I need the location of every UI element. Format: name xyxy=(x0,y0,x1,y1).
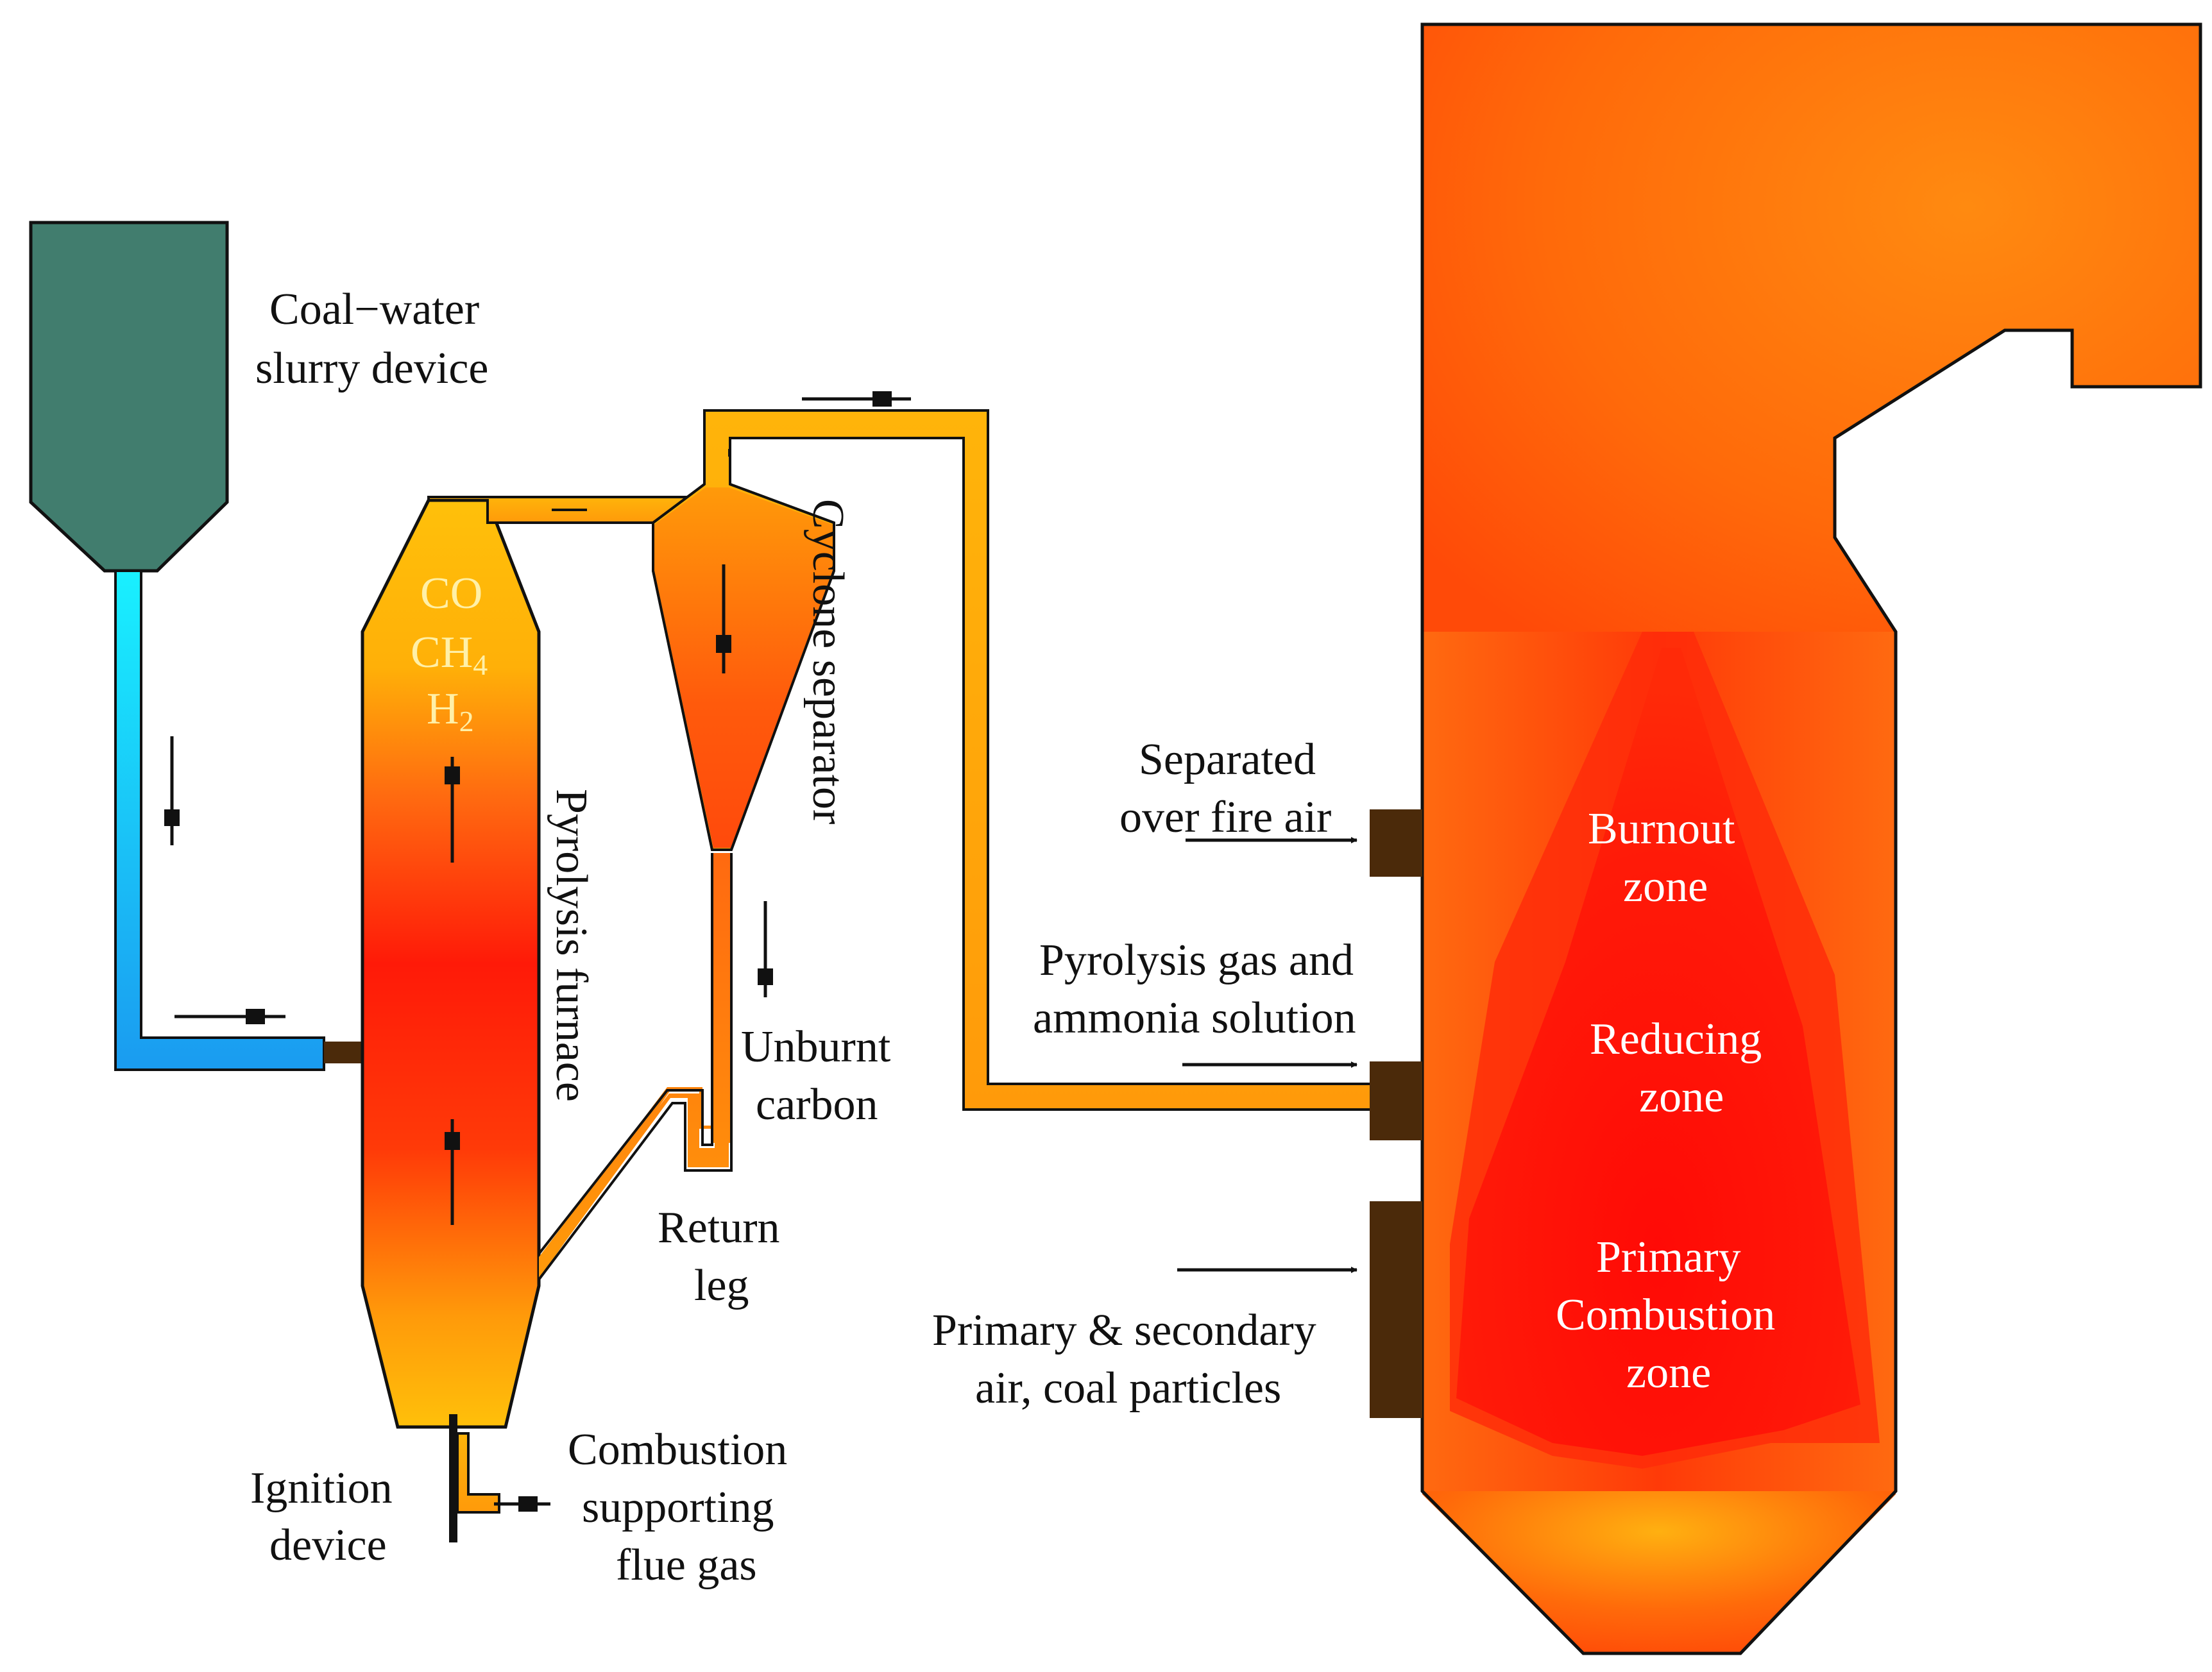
reducing-zone-label-1: Reducing xyxy=(1590,1015,1762,1064)
reducing-zone-label-2: zone xyxy=(1639,1072,1724,1122)
slurry-pipe xyxy=(114,570,325,1071)
ignition-device-label-1: Ignition xyxy=(250,1464,393,1513)
boiler-hopper xyxy=(1422,1491,1896,1653)
burnout-zone-label-2: zone xyxy=(1623,862,1708,911)
primary-air-label-2: air, coal particles xyxy=(975,1364,1281,1413)
cyclone-separator-label: Cyclone separator xyxy=(803,499,853,824)
combustion-gas-label-2: supporting xyxy=(582,1483,774,1532)
furnace-up-arrow-bottom xyxy=(445,1119,460,1225)
ignition-rod xyxy=(449,1414,457,1542)
slurry-right-arrow xyxy=(174,1009,285,1024)
boiler-upper xyxy=(1422,24,2200,632)
flue-gas-arrow xyxy=(494,1496,550,1512)
primary-air-label-1: Primary & secondary xyxy=(932,1306,1316,1355)
pyrolysis-gas-label-2: ammonia solution xyxy=(1033,993,1356,1043)
unburnt-carbon-label-2: carbon xyxy=(756,1080,878,1129)
coal-water-label-1: Coal−water xyxy=(269,285,479,334)
pyrolysis-gas-port xyxy=(1370,1061,1422,1140)
return-leg-label-1: Return xyxy=(658,1203,780,1253)
flame-zone-inner xyxy=(1456,648,1860,1456)
pyrolysis-furnace-label: Pyrolysis furnace xyxy=(547,789,596,1102)
cyclone-cone-outline xyxy=(652,483,835,851)
burnout-zone-label-1: Burnout xyxy=(1588,804,1735,854)
cyclone-cone xyxy=(654,487,833,848)
ignition-device-label-2: device xyxy=(269,1521,387,1570)
pyrolysis-furnace xyxy=(361,496,706,1542)
gas-outlet-arrow xyxy=(802,391,911,407)
sofa-port xyxy=(1370,809,1422,877)
gas-co-label: CO xyxy=(420,569,482,618)
gas-h2-label: H2 xyxy=(427,684,474,738)
gas-ch4-label: CH4 xyxy=(411,628,488,681)
flue-gas-pipe xyxy=(456,1432,500,1514)
furnace-up-arrow-top xyxy=(445,757,460,863)
combustion-gas-label-3: flue gas xyxy=(616,1541,757,1590)
return-leg-label-2: leg xyxy=(694,1261,749,1310)
primary-zone-label-1: Primary xyxy=(1596,1233,1741,1282)
unburnt-carbon-label-1: Unburnt xyxy=(741,1022,891,1072)
cyclone-down-arrow xyxy=(716,564,731,673)
unburnt-down-arrow xyxy=(758,901,773,997)
pyrolysis-gas-label-1: Pyrolysis gas and xyxy=(1039,936,1354,985)
boiler xyxy=(1177,22,2202,1655)
combustion-gas-label-1: Combustion xyxy=(568,1425,787,1474)
furnace-body xyxy=(361,498,541,1429)
coal-water-label-2: slurry device xyxy=(255,344,488,393)
cyclone-separator xyxy=(652,391,1379,1111)
slurry-down-arrow xyxy=(164,736,180,845)
boiler-outline xyxy=(1420,22,2202,1655)
primary-zone-label-3: zone xyxy=(1626,1348,1711,1398)
sofa-label-1: Separated xyxy=(1139,735,1316,784)
primary-zone-label-2: Combustion xyxy=(1556,1290,1775,1340)
slurry-tank xyxy=(29,221,229,573)
sofa-label-2: over fire air xyxy=(1119,793,1331,842)
return-leg-outline xyxy=(538,853,733,1281)
primary-air-port xyxy=(1370,1201,1422,1418)
slurry-device xyxy=(29,221,398,1071)
